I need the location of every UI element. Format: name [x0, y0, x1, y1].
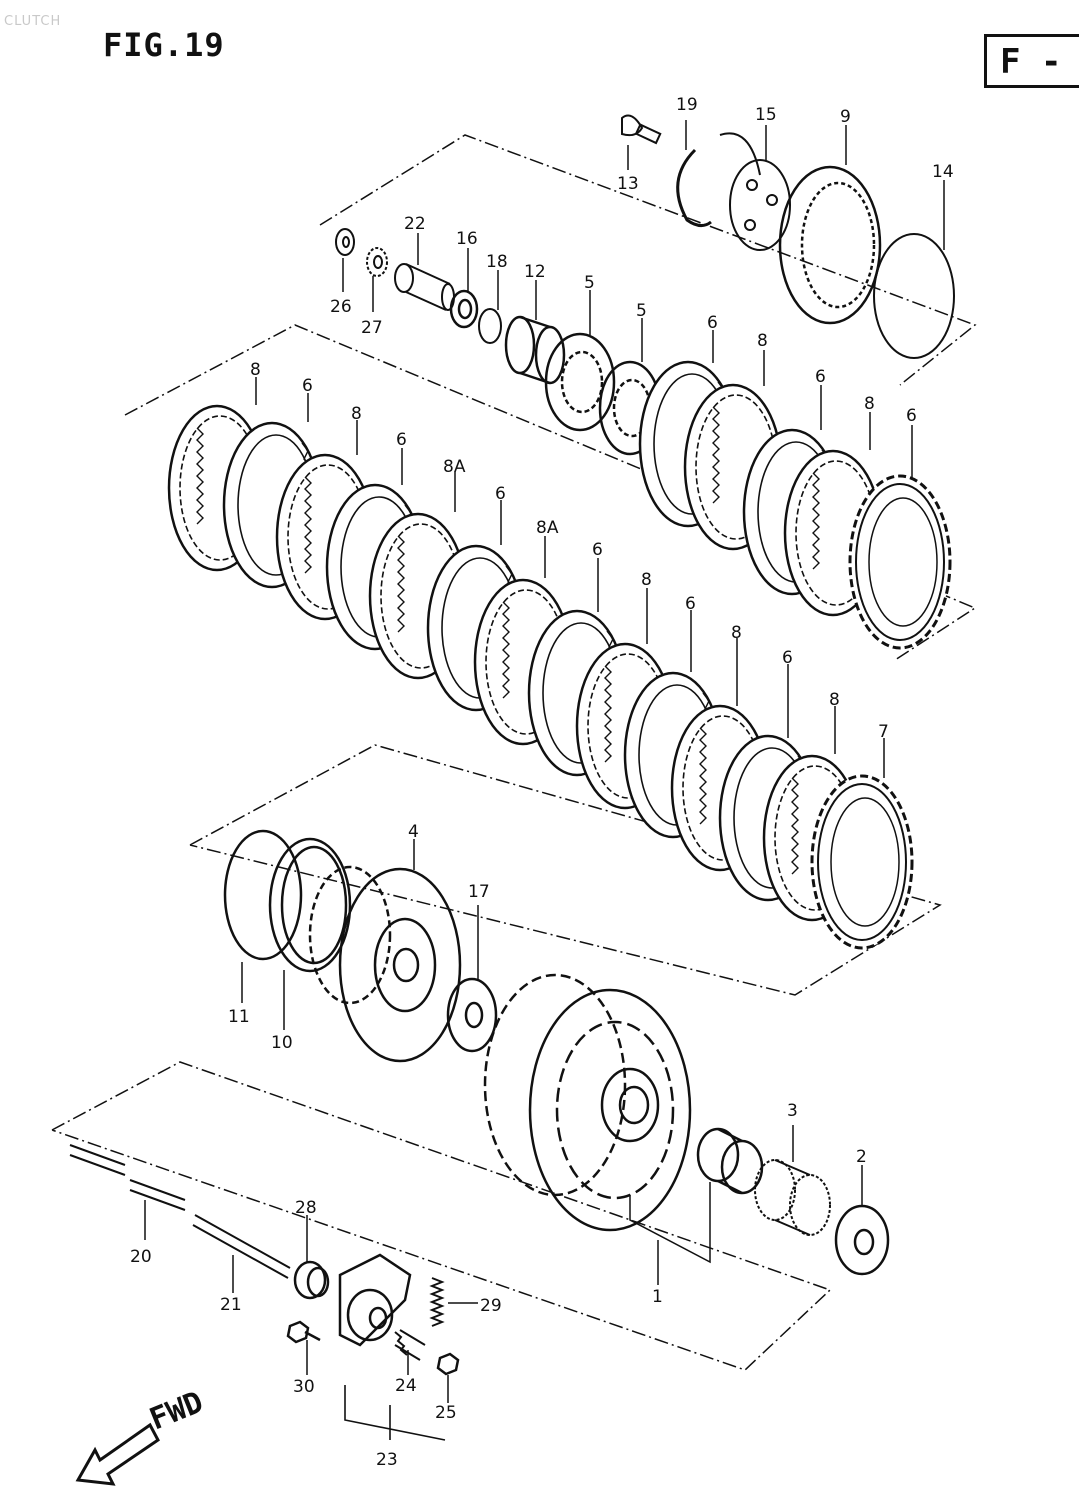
callout-6-mid-3: 6 [495, 484, 506, 504]
part-2-thrust-washer [834, 1204, 890, 1276]
callout-6-mid-1: 6 [302, 376, 313, 396]
part-20-pushrod [69, 1144, 186, 1211]
section-box [984, 34, 1079, 88]
part-4-sleeve-hub [308, 865, 462, 1063]
callout-3: 3 [787, 1101, 798, 1121]
part-15-spring-plate [719, 132, 791, 251]
callout-4: 4 [408, 822, 419, 842]
part-7-plate [810, 774, 914, 950]
callout-2: 2 [856, 1147, 867, 1167]
part-25-nut [436, 1352, 460, 1376]
callout-27: 27 [361, 318, 383, 338]
part-23-release-assembly [338, 1253, 412, 1347]
callout-7: 7 [878, 722, 889, 742]
callout-8A-2: 8A [536, 518, 559, 538]
part-6-plate-top-3 [848, 474, 952, 650]
callout-16: 16 [456, 229, 478, 249]
callout-13: 13 [617, 174, 639, 194]
part-13-screw [621, 114, 662, 145]
part-29-spring [429, 1277, 445, 1327]
part-3-spacer [696, 1127, 764, 1195]
part-26-washer [335, 228, 355, 256]
callout-numbers: 19 15 9 14 13 22 16 18 12 5 5 26 27 6 8 … [130, 95, 954, 1470]
part-5-spring-washer-a [544, 332, 616, 432]
callout-11: 11 [228, 1007, 250, 1027]
part-3-needle-bearing [754, 1159, 831, 1236]
callout-29: 29 [480, 1296, 502, 1316]
callout-5a: 5 [584, 273, 595, 293]
callout-8-top-2: 8 [864, 394, 875, 414]
part-11-wire-ring [223, 829, 303, 961]
part-14-wire-ring [873, 233, 955, 359]
fwd-arrow: FWD [75, 1385, 208, 1486]
callout-8-mid-5: 8 [829, 690, 840, 710]
callout-30: 30 [293, 1377, 315, 1397]
callout-18: 18 [486, 252, 508, 272]
callout-22: 22 [404, 214, 426, 234]
callout-8-mid-3: 8 [641, 570, 652, 590]
callout-14: 14 [932, 162, 954, 182]
callout-17: 17 [468, 882, 490, 902]
callout-6-mid-2: 6 [396, 430, 407, 450]
callout-25: 25 [435, 1403, 457, 1423]
figure-title: FIG.19 [103, 26, 225, 64]
callout-8A-1: 8A [443, 457, 466, 477]
callout-6-mid-5: 6 [685, 594, 696, 614]
callout-24: 24 [395, 1376, 417, 1396]
callout-28: 28 [295, 1198, 317, 1218]
callout-20: 20 [130, 1247, 152, 1267]
assembly-guide-lines [51, 134, 977, 1371]
callout-23: 23 [376, 1450, 398, 1470]
part-19-snap-ring [676, 148, 712, 227]
part-17-thrust-washer [446, 977, 498, 1053]
part-24-adjuster-screw [394, 1329, 426, 1361]
part-22-pushrod-piece [394, 263, 455, 311]
callout-21: 21 [220, 1295, 242, 1315]
callout-8-mid-1: 8 [250, 360, 261, 380]
callout-8-mid-2: 8 [351, 404, 362, 424]
leader-lines [144, 120, 945, 1403]
part-21-pushrod [192, 1214, 291, 1279]
callout-9: 9 [840, 107, 851, 127]
callout-15: 15 [755, 105, 777, 125]
callout-19: 19 [676, 95, 698, 115]
callout-6-mid-4: 6 [592, 540, 603, 560]
part-1-primary-driven-gear [483, 973, 692, 1232]
callout-8-mid-4: 8 [731, 623, 742, 643]
part-27-lock-washer [366, 247, 388, 277]
callout-8-top-1: 8 [757, 331, 768, 351]
part-9-pressure-bearing [778, 165, 882, 325]
callout-6-mid-6: 6 [782, 648, 793, 668]
faint-section-label: CLUTCH [4, 14, 62, 29]
callout-5b: 5 [636, 301, 647, 321]
group-23-bracket-lines [344, 1385, 446, 1441]
callout-6-top-2: 6 [815, 367, 826, 387]
callout-10: 10 [271, 1033, 293, 1053]
callout-6-top-3: 6 [906, 406, 917, 426]
part-18-washer [478, 308, 502, 344]
callout-6-top-1: 6 [707, 313, 718, 333]
callout-12: 12 [524, 262, 546, 282]
part-28-oil-seal [293, 1260, 330, 1300]
callout-26: 26 [330, 297, 352, 317]
section-label: F - [1000, 42, 1062, 82]
callout-1: 1 [652, 1287, 663, 1307]
part-30-screw [286, 1320, 321, 1344]
fwd-label: FWD [145, 1385, 208, 1438]
part-16-bearing [449, 289, 479, 329]
